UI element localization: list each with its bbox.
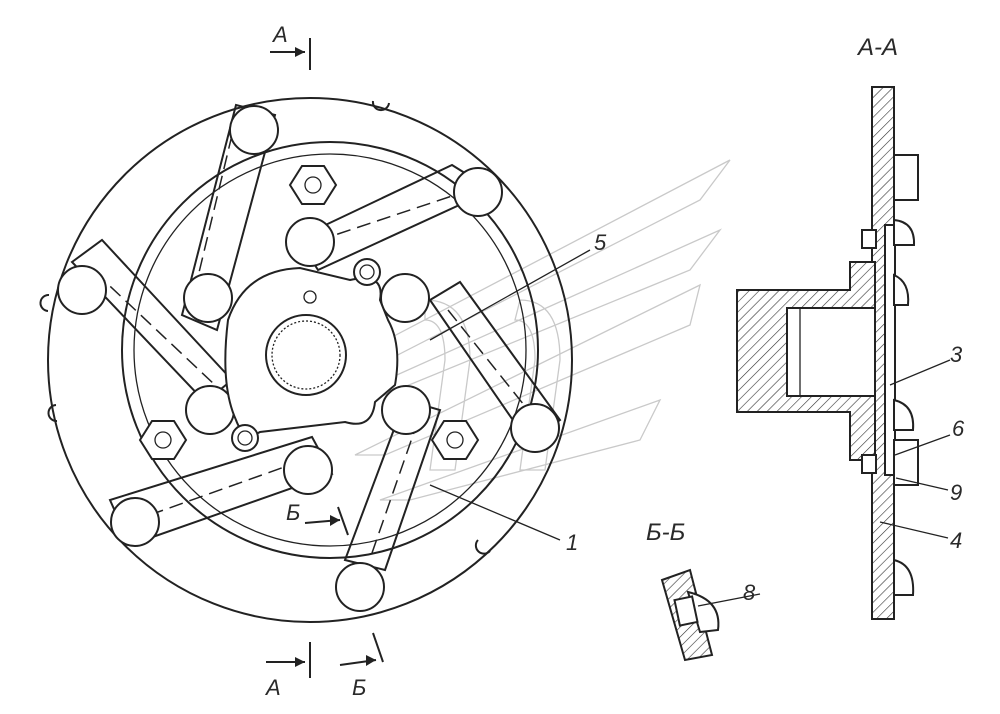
pressure-plate-ring	[121, 141, 539, 559]
strap-hidden-line	[447, 309, 541, 426]
callout-1: 1	[566, 530, 578, 555]
section-a-mark-bottom: А	[264, 675, 281, 700]
strap-hidden-line	[129, 454, 319, 523]
section-rivet-head	[893, 398, 915, 431]
section-a-mark-top: А	[271, 22, 288, 47]
callout-9: 9	[950, 480, 962, 505]
section-bolt	[893, 439, 919, 486]
callout-6: 6	[952, 416, 965, 441]
section-b-mark-left: Б	[286, 500, 300, 525]
callout-8: 8	[743, 580, 756, 605]
hub-flange	[224, 266, 399, 436]
strap-hidden-line	[94, 271, 216, 386]
outer-disc	[47, 97, 573, 623]
section-a-title: А-А	[856, 34, 898, 61]
section-rivet-head	[893, 558, 915, 596]
rivets	[57, 105, 560, 612]
main-view	[39, 97, 573, 623]
stop-pin	[353, 258, 381, 286]
section-markers: А А Б Б	[264, 22, 384, 700]
section-a-view: А-А 3 6 9 4	[736, 34, 965, 620]
strap-hidden-line	[371, 414, 421, 554]
section-rivet-head	[893, 218, 916, 246]
stop-pin	[231, 424, 259, 452]
callout-4: 4	[950, 528, 962, 553]
section-b-mark-bottom: Б	[352, 675, 366, 700]
section-b-pin-head	[686, 590, 720, 634]
main-view-callouts: 5 1	[429, 230, 607, 555]
rim-notches	[39, 100, 491, 555]
inner-ring	[133, 153, 527, 547]
strap-hidden-line	[304, 189, 471, 246]
small-hole	[303, 290, 317, 304]
section-b-title: Б-Б	[646, 519, 685, 546]
section-bolt	[893, 154, 919, 201]
splined-bore	[265, 314, 347, 396]
callout-3: 3	[950, 342, 963, 367]
section-rivet-head	[893, 273, 910, 306]
hex-nuts	[138, 165, 480, 460]
section-plate	[884, 224, 896, 476]
section-b-view: Б-Б 8	[646, 519, 761, 662]
callout-5: 5	[594, 230, 607, 255]
section-bore	[786, 307, 876, 397]
